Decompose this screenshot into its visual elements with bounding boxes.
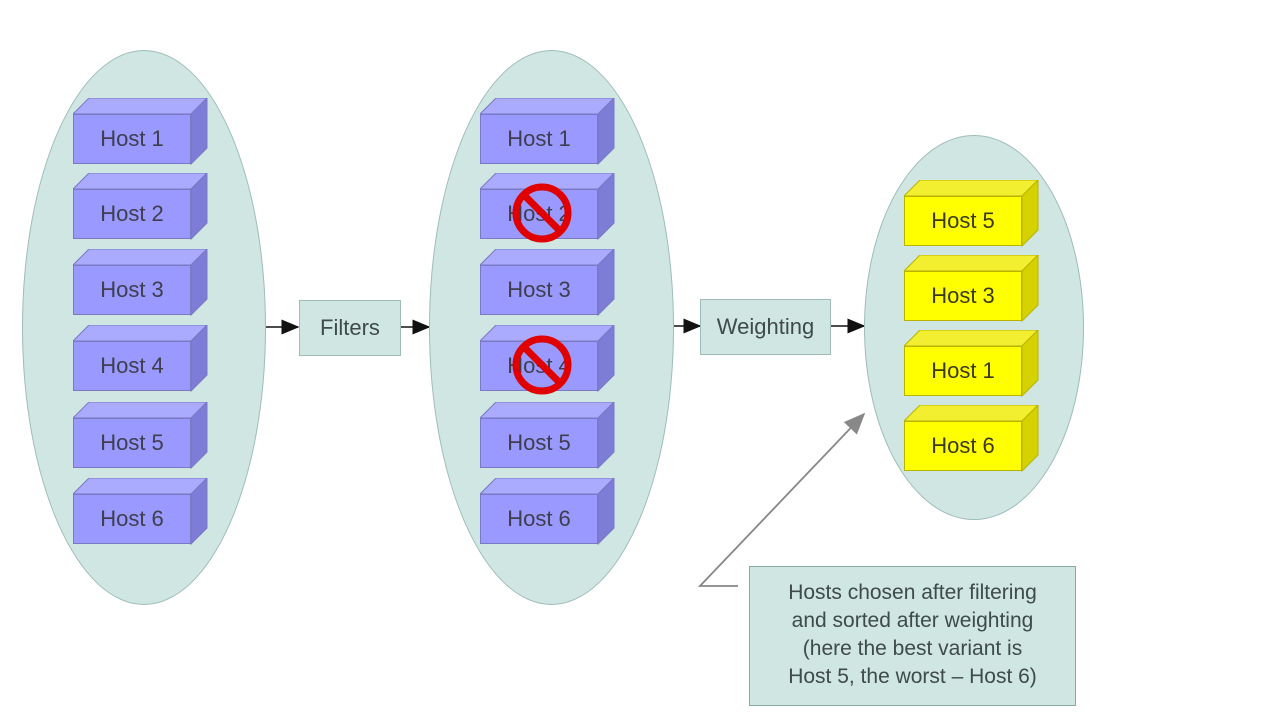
host-box-3d-shape <box>480 478 615 545</box>
host-box-3d-shape <box>73 478 208 545</box>
host-label: Host 5 <box>73 418 191 468</box>
host-box: Host 6 <box>904 405 1040 472</box>
host-box: Host 1 <box>904 330 1040 397</box>
note-line: Hosts chosen after filtering <box>788 581 1037 604</box>
note-line: and sorted after weighting <box>791 609 1034 632</box>
host-label: Host 6 <box>73 494 191 544</box>
host-box-3d-shape <box>73 402 208 469</box>
host-label: Host 5 <box>480 418 598 468</box>
host-label: Host 1 <box>904 346 1022 396</box>
host-box: Host 3 <box>480 249 616 316</box>
host-box: Host 6 <box>73 478 209 545</box>
host-label: Host 1 <box>480 114 598 164</box>
host-box: Host 4 <box>73 325 209 392</box>
prohibited-icon <box>512 183 572 243</box>
host-box: Host 5 <box>73 402 209 469</box>
host-box: Host 3 <box>73 249 209 316</box>
host-box-3d-shape <box>480 325 615 392</box>
host-label: Host 2 <box>73 189 191 239</box>
host-label: Host 6 <box>480 494 598 544</box>
note-line: Host 5, the worst – Host 6) <box>788 665 1037 688</box>
filters-label: Filters <box>320 315 380 340</box>
host-label: Host 4 <box>73 341 191 391</box>
host-label: Host 1 <box>73 114 191 164</box>
host-box: Host 1 <box>480 98 616 165</box>
weighting-box: Weighting <box>700 299 831 355</box>
host-label: Host 5 <box>904 196 1022 246</box>
host-box: Host 5 <box>904 180 1040 247</box>
explanation-note: Hosts chosen after filtering and sorted … <box>749 566 1076 706</box>
host-box: Host 3 <box>904 255 1040 322</box>
host-box-3d-shape <box>480 98 615 165</box>
host-box-3d-shape <box>480 402 615 469</box>
host-label: Host 3 <box>480 265 598 315</box>
host-box-3d-shape <box>73 325 208 392</box>
host-box: Host 6 <box>480 478 616 545</box>
note-callout-arrow <box>697 412 866 587</box>
host-box-3d-shape <box>904 255 1039 322</box>
prohibited-icon <box>512 335 572 395</box>
host-box: Host 5 <box>480 402 616 469</box>
host-label: Host 3 <box>904 271 1022 321</box>
host-box: Host 2 <box>73 173 209 240</box>
host-box: Host 1 <box>73 98 209 165</box>
host-label: Host 3 <box>73 265 191 315</box>
weighting-label: Weighting <box>716 314 815 339</box>
filters-box: Filters <box>299 300 401 356</box>
note-line: (here the best variant is <box>802 637 1023 660</box>
host-box-3d-shape <box>904 405 1039 472</box>
host-label: Host 6 <box>904 421 1022 471</box>
